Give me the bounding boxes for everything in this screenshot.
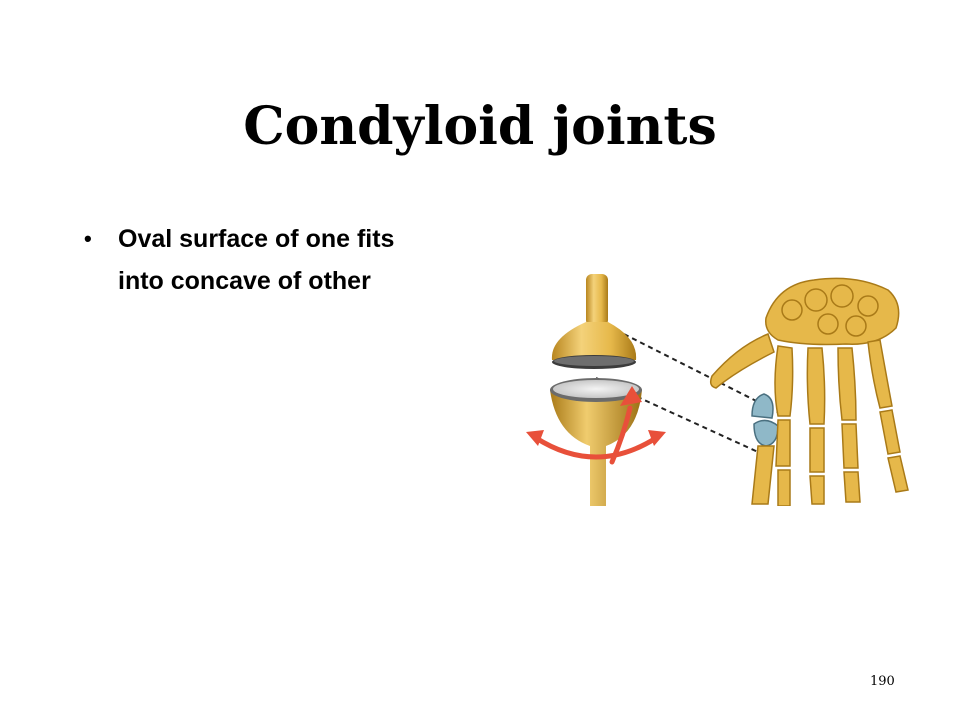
bullet-dot-icon: •	[84, 226, 92, 251]
bullet-text: Oval surface of one fits into concave of…	[118, 225, 395, 295]
bullet-item: • Oval surface of one fits into concave …	[82, 218, 442, 302]
hand-skeleton	[709, 277, 909, 506]
slide-title: Condyloid joints	[243, 96, 717, 157]
bullet-list: • Oval surface of one fits into concave …	[82, 218, 442, 302]
condyloid-joint-hand-illustration	[526, 274, 909, 506]
page-number: 190	[870, 674, 895, 689]
upper-bone	[551, 274, 637, 369]
lower-bone	[550, 378, 642, 506]
motion-arrows	[533, 405, 659, 465]
